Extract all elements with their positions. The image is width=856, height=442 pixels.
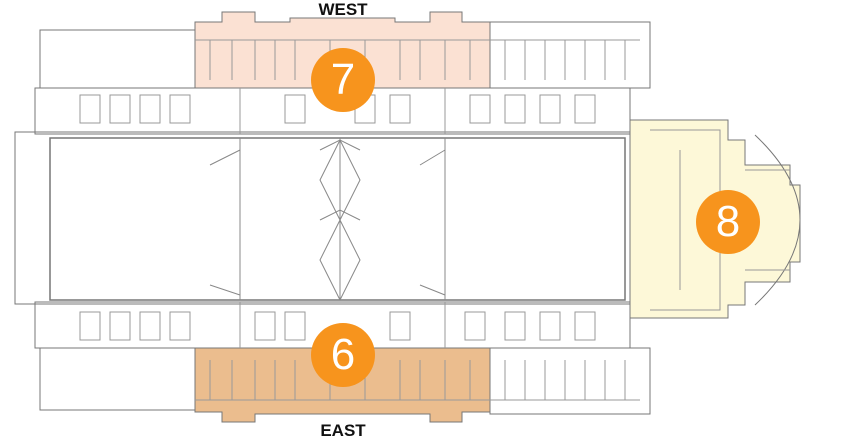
dock-bays (79, 94, 596, 341)
entrance-arc (754, 134, 801, 306)
west-service-area (39, 29, 196, 89)
exhibit-hall-outline (14, 131, 631, 305)
west-label: WEST (318, 0, 368, 19)
exhibit-hall (49, 137, 626, 301)
zone-7-marker[interactable]: 7 (311, 48, 375, 112)
east-service-area (39, 347, 196, 411)
zone-8-marker[interactable]: 8 (696, 190, 760, 254)
east-meeting-rooms-plain (489, 347, 651, 415)
east-label: EAST (320, 421, 366, 440)
zone-6-marker[interactable]: 6 (311, 323, 375, 387)
hall-trusses (209, 138, 446, 302)
west-meeting-rooms-plain (489, 21, 651, 89)
